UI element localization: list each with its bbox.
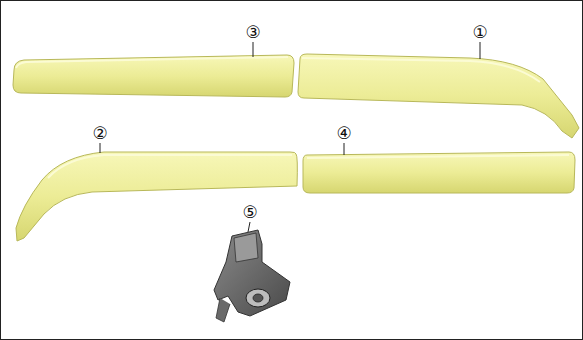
- callout-number: ③: [244, 22, 261, 42]
- callout-number: ②: [91, 123, 108, 143]
- trim-part: [13, 55, 294, 97]
- leader-lines: [100, 42, 480, 232]
- clip-part: [214, 230, 290, 322]
- callout-number: ④: [335, 123, 352, 143]
- trim-part: [16, 152, 297, 241]
- callout-number: ①: [471, 22, 488, 42]
- trim-part: [303, 152, 575, 193]
- callout-number: ⑤: [241, 202, 258, 222]
